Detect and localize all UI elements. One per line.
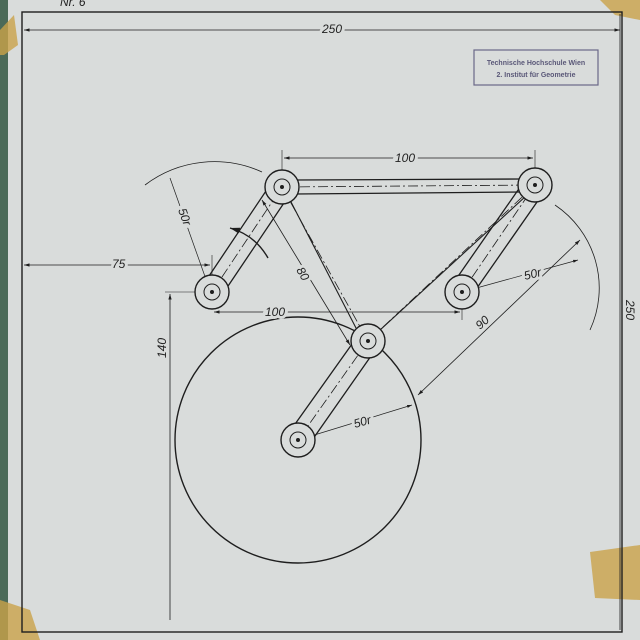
joint-fixed-left [194,274,230,310]
arc-right [554,204,600,331]
crank-circle [174,316,422,564]
dim-line-diagonal [261,199,351,346]
link-coupler [287,336,379,447]
rotation-arrow [229,227,269,259]
tape-top-left [0,15,18,55]
arc-left [144,161,263,186]
link-right [451,179,545,299]
label-base: 100 [265,305,285,319]
paper-edge-left [0,0,8,640]
joint-middle [350,323,386,359]
tape-bottom-right [590,545,640,600]
drawing-frame [21,11,623,633]
joint-fixed-right [444,274,480,310]
joint-top-left [264,169,300,205]
tape-top-right [600,0,640,20]
label-height-left: 140 [155,338,169,358]
link-left [202,181,291,299]
joint-top-right [517,167,553,203]
dim-line-right [417,239,581,396]
sheet-number: Nr. 6 [60,0,86,9]
joint-circle-center [280,422,316,458]
svg-text:2. Institut für Geometrie: 2. Institut für Geometrie [497,72,576,79]
label-width-top: 250 [321,22,342,36]
label-offset-left: 75 [112,257,126,271]
label-height-right: 250 [623,299,637,320]
svg-text:Technische Hochschule Wien: Technische Hochschule Wien [487,60,585,67]
tape-bottom-left [0,600,40,640]
institution-stamp: Technische Hochschule Wien 2. Institut f… [473,49,599,86]
label-link-top: 100 [395,151,415,165]
link-top [294,178,523,195]
link-diagonal [289,195,527,331]
